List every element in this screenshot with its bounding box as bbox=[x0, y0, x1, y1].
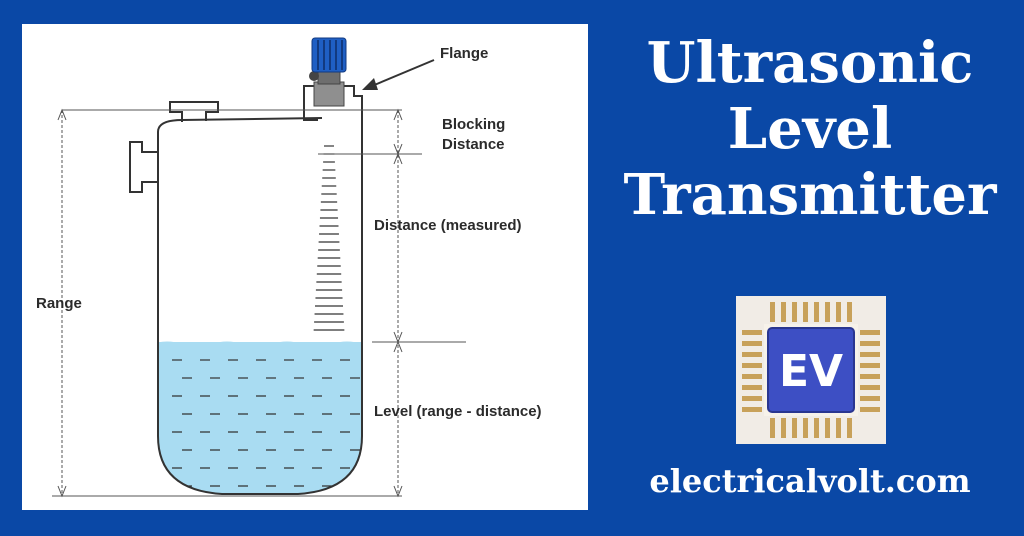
chip-pin bbox=[847, 302, 852, 322]
chip-pin bbox=[814, 302, 819, 322]
title-line-3: Transmitter bbox=[623, 162, 997, 228]
chip-pin bbox=[803, 302, 808, 322]
title-line-2: Level bbox=[727, 96, 893, 162]
top-nozzle bbox=[169, 101, 219, 122]
chip-pin bbox=[770, 418, 775, 438]
tank-diagram: Flange Blocking Distance Distance (measu… bbox=[36, 37, 542, 498]
chip-pin bbox=[792, 302, 797, 322]
ev-logo: EV bbox=[736, 296, 886, 444]
chip-pin bbox=[742, 374, 762, 379]
chip-pin bbox=[860, 385, 880, 390]
chip-pin bbox=[742, 341, 762, 346]
blocking-label-1: Blocking bbox=[442, 116, 505, 133]
title-line-1: Ultrasonic bbox=[646, 30, 974, 96]
diagram-panel: Flange Blocking Distance Distance (measu… bbox=[22, 24, 588, 510]
chip-pin bbox=[814, 418, 819, 438]
page-title: Ultrasonic Level Transmitter bbox=[600, 30, 1020, 228]
chip-pin bbox=[742, 352, 762, 357]
flange bbox=[303, 85, 363, 121]
chip-pin bbox=[836, 418, 841, 438]
chip-pin bbox=[781, 418, 786, 438]
distance-label: Distance (measured) bbox=[374, 217, 522, 234]
chip-pin bbox=[792, 418, 797, 438]
chip-pin bbox=[742, 407, 762, 412]
sound-waves bbox=[313, 145, 345, 331]
flange-label: Flange bbox=[440, 45, 488, 62]
chip-pin bbox=[742, 330, 762, 335]
liquid-dashes bbox=[172, 359, 360, 487]
chip-pin bbox=[860, 330, 880, 335]
logo-text: EV bbox=[779, 346, 843, 397]
chip-pin bbox=[860, 407, 880, 412]
flange-arrow bbox=[362, 59, 435, 90]
liquid bbox=[158, 341, 362, 494]
chip-pin bbox=[860, 396, 880, 401]
distance-dimension bbox=[318, 108, 466, 498]
chip-pin bbox=[860, 374, 880, 379]
chip-pin bbox=[847, 418, 852, 438]
range-label: Range bbox=[36, 295, 82, 312]
website-url: electricalvolt.com bbox=[649, 462, 971, 500]
chip-pin bbox=[742, 385, 762, 390]
side-nozzle bbox=[129, 141, 158, 193]
level-label: Level (range - distance) bbox=[374, 403, 542, 420]
chip-pin bbox=[770, 302, 775, 322]
ultrasonic-sensor bbox=[309, 37, 347, 107]
chip-pins bbox=[742, 302, 880, 438]
blocking-label-2: Distance bbox=[442, 136, 505, 153]
chip-pin bbox=[860, 363, 880, 368]
chip-pin bbox=[803, 418, 808, 438]
range-dimension bbox=[52, 108, 402, 498]
chip-pin bbox=[825, 418, 830, 438]
chip-pin bbox=[836, 302, 841, 322]
chip-pin bbox=[860, 341, 880, 346]
chip-pin bbox=[742, 363, 762, 368]
chip-pin bbox=[781, 302, 786, 322]
chip-pin bbox=[860, 352, 880, 357]
chip-pin bbox=[742, 396, 762, 401]
chip-pin bbox=[825, 302, 830, 322]
